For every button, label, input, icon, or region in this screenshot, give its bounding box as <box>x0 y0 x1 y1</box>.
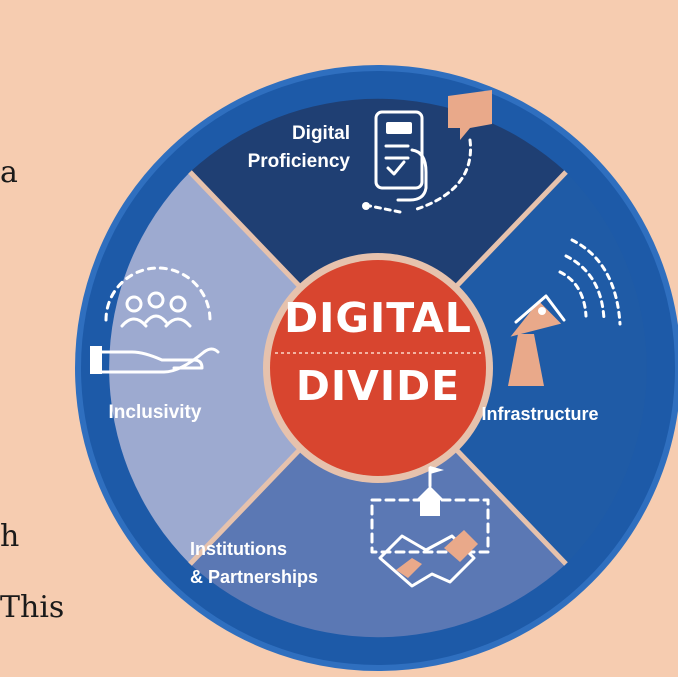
people-in-hand-icon <box>90 266 220 374</box>
center-title-top: DIGITAL <box>284 294 472 342</box>
background-text-fragment-a: a <box>0 155 18 190</box>
digital-proficiency-label-line2: Proficiency <box>248 151 351 172</box>
institutions-label-line2: & Partnerships <box>190 567 318 587</box>
smartphone-checklist-icon <box>362 90 492 214</box>
center-circle <box>270 260 486 476</box>
segment-digital-proficiency <box>190 98 566 368</box>
infrastructure-label: Infrastructure <box>481 404 598 424</box>
inclusivity-label: Inclusivity <box>109 402 202 423</box>
handshake-building-icon <box>370 466 490 588</box>
outer-ring-highlight <box>75 65 678 671</box>
institutions-label-line1: Institutions <box>190 539 287 559</box>
satellite-dish-icon <box>508 238 622 386</box>
background-text-fragment-h: h <box>0 519 20 554</box>
digital-proficiency-label-line1: Digital <box>292 123 350 144</box>
background-text-fragment-this: This <box>0 590 65 625</box>
segment-institutions-partnerships <box>190 368 566 638</box>
center-title-bottom: DIVIDE <box>296 362 460 410</box>
